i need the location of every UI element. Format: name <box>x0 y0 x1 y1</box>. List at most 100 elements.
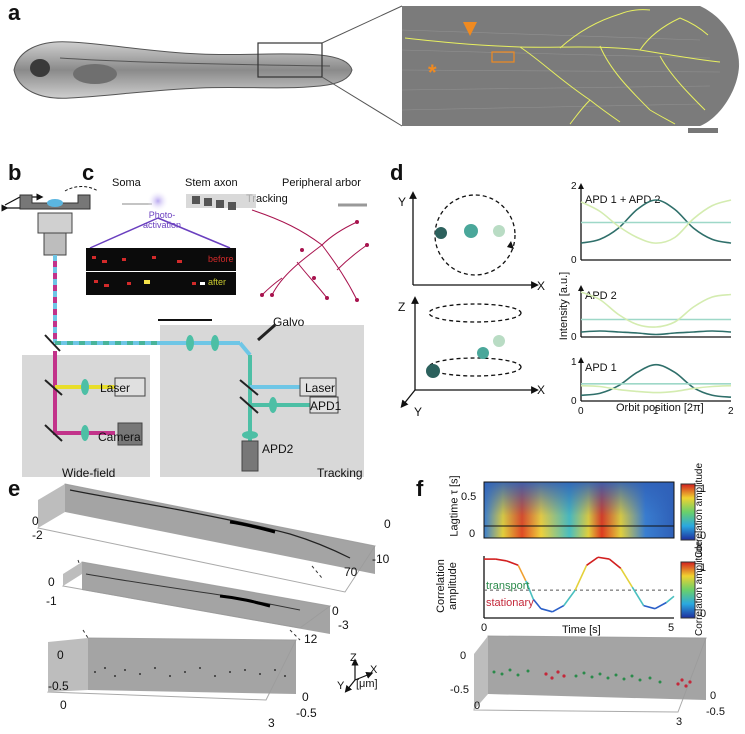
d-axis-z: Z <box>398 300 406 314</box>
before-label: before <box>208 254 234 264</box>
wide-field-label: Wide-field <box>62 466 116 480</box>
e2-tick-12: 12 <box>304 632 318 646</box>
f-curve-ylabel: Correlation amplitude <box>434 559 459 613</box>
f-box-tick-0-left: 0 <box>460 650 467 662</box>
d-subplot-0-series-2 <box>580 199 732 244</box>
f-curve-segment <box>517 564 527 582</box>
apd2-label: APD2 <box>262 442 294 456</box>
panel-c-diagram <box>86 190 369 321</box>
d-axis-x-top: X <box>537 279 546 293</box>
f-box-tick-0-right: 0 <box>710 690 717 702</box>
d-xtick: 2 <box>728 406 734 417</box>
d-subplot-title: APD 1 <box>585 362 617 374</box>
f-curve-segment <box>597 556 610 560</box>
photo-activation-label: Photo- activation <box>143 210 182 230</box>
f-curve-segment <box>654 601 667 610</box>
e3-tick-0-right: 0 <box>302 690 309 704</box>
panel-f-colorbar-bottom <box>680 561 696 619</box>
d-subplot-2-series-0 <box>580 363 732 398</box>
f-xtick-0: 0 <box>481 622 488 634</box>
panel-f-colorbar-top <box>680 483 696 541</box>
laser-left-label: Laser <box>100 381 131 395</box>
f-curve-segment <box>665 595 675 604</box>
e3-tick-neg05-right: -0.5 <box>296 706 317 720</box>
panel-f-trajectory-box <box>473 635 707 713</box>
f-colorbar-tick-1-bottom: 1 <box>700 562 707 574</box>
f-curve-segment <box>586 556 599 566</box>
f-box-tick-neg05: -0.5 <box>450 684 469 696</box>
panel-label-a: a <box>8 0 21 25</box>
e2-tick-neg3: -3 <box>338 618 349 632</box>
d-axis-x-bottom: X <box>537 383 546 397</box>
f-heatmap-ylabel: Lagtime τ [s] <box>448 475 461 537</box>
d-subplot-2-yarrow <box>578 357 584 363</box>
d-xtick: 1 <box>653 406 659 417</box>
panel-b-setup-diagram <box>1 186 364 477</box>
panel-f-heatmap <box>483 481 675 539</box>
d-subplot-0-yarrow <box>578 183 584 189</box>
d-ytick-1: 1 <box>571 357 577 368</box>
stem-axon-label: Stem axon <box>185 177 238 189</box>
e3-tick-neg05: -0.5 <box>48 679 69 693</box>
d-ytick-zero: 0 <box>571 396 577 407</box>
f-stationary-label: stationary <box>486 597 534 609</box>
camera-label: Camera <box>98 430 141 444</box>
f-curve-segment <box>643 604 656 610</box>
panel-label-d: d <box>390 160 404 185</box>
d-subplot-title: APD 1 + APD 2 <box>585 194 661 206</box>
tracking-box-label: Tracking <box>317 466 363 480</box>
apd1-label: APD1 <box>310 399 342 413</box>
after-label: after <box>208 277 227 287</box>
tracking-label: Tracking <box>246 193 288 205</box>
f-box-tick-neg05-right: -0.5 <box>706 706 725 718</box>
e-legend-z: Z <box>350 652 357 664</box>
e2-tick-0-right: 0 <box>332 604 339 618</box>
e1-tick-70: 70 <box>344 565 358 579</box>
f-colorbar-tick-0-bottom: 0 <box>700 608 707 620</box>
f-curve-segment <box>608 558 622 570</box>
f-colorbar-label-bottom: Correlation amplitude <box>694 540 706 637</box>
d-axis-y-top: Y <box>398 195 407 209</box>
e1-tick-0-left: 0 <box>32 514 39 528</box>
d-subplot-1-series-0 <box>580 330 732 336</box>
panel-label-f: f <box>416 476 424 501</box>
d-subplot-0-series-0 <box>580 199 732 244</box>
d-ylabel: Intensity [a.u.] <box>558 271 571 341</box>
panel-label-c: c <box>82 160 95 185</box>
e3-tick-0-left: 0 <box>57 648 64 662</box>
f-curve-segment <box>540 607 553 613</box>
panel-label-e: e <box>8 476 21 501</box>
d-subplot-1-series-2 <box>580 291 732 328</box>
e3-tick-3: 3 <box>268 716 275 730</box>
e-legend-unit: [μm] <box>356 678 378 690</box>
panel-label-b: b <box>8 160 22 185</box>
e1-tick-neg2: -2 <box>32 528 43 542</box>
panel-d-orbit-diagrams <box>400 191 539 409</box>
f-curve-segment <box>495 558 507 562</box>
d-axis-y-bottom: Y <box>414 405 423 419</box>
f-curve-segment <box>506 560 519 567</box>
d-ytick-zero: 0 <box>571 332 577 343</box>
d-ytick-2: 2 <box>571 181 577 192</box>
panel-f-correlation-curve <box>483 556 675 619</box>
f-curve-segment <box>525 580 535 600</box>
d-xlabel: Orbit position [2π] <box>616 402 704 414</box>
e-legend-x: X <box>370 664 378 676</box>
f-curve-segment <box>532 598 542 610</box>
peripheral-arbor-label: Peripheral arbor <box>282 177 361 189</box>
f-transport-label: transport <box>486 580 530 592</box>
e2-tick-neg1: -1 <box>46 594 57 608</box>
e1-tick-0-right: 0 <box>384 517 391 531</box>
f-curve-segment <box>631 586 645 607</box>
f-colorbar-tick-1-top: 1 <box>700 483 707 495</box>
f-colorbar-tick-0-top: 0 <box>700 530 707 542</box>
f-box-tick-0-bottom: 0 <box>474 700 481 712</box>
galvo-label: Galvo <box>273 315 305 329</box>
e2-tick-0-left: 0 <box>48 575 55 589</box>
e3-tick-0-bottom: 0 <box>60 698 67 712</box>
f-box-tick-3: 3 <box>676 716 683 728</box>
soma-label: Soma <box>112 177 141 189</box>
f-xlabel: Time [s] <box>562 624 601 636</box>
f-curve-segment <box>552 604 565 613</box>
